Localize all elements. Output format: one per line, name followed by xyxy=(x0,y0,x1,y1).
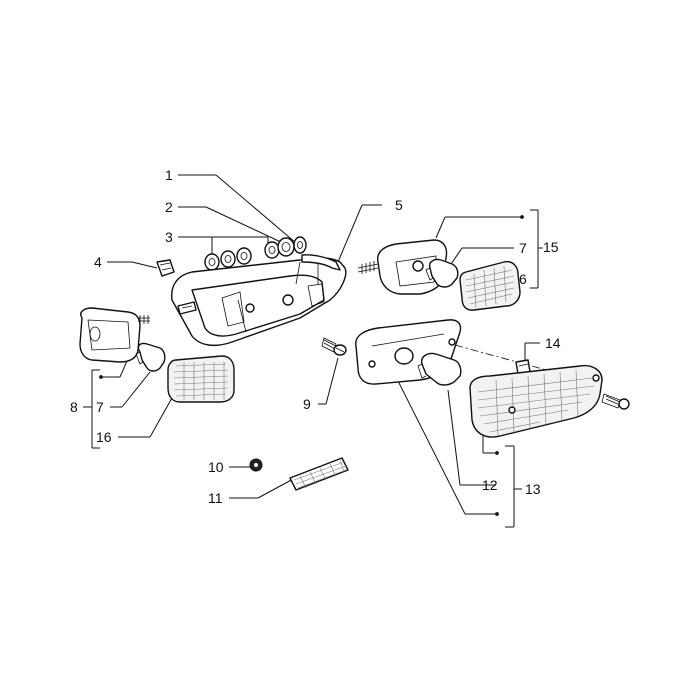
clip-part-4 xyxy=(156,259,175,277)
reflector-part-11 xyxy=(289,457,349,491)
callout-9: 9 xyxy=(303,396,311,412)
left-indicator-assembly-8 xyxy=(79,307,235,403)
lower-right-indicator-assembly-13 xyxy=(355,319,630,438)
callout-7-lower: 7 xyxy=(96,399,104,415)
callout-8: 8 xyxy=(70,399,78,415)
callout-5: 5 xyxy=(395,197,403,213)
callout-2: 2 xyxy=(165,199,173,215)
callout-15: 15 xyxy=(543,239,559,255)
callout-4: 4 xyxy=(94,254,102,270)
screw-part-9 xyxy=(321,337,347,356)
rear-light-housing-5 xyxy=(171,254,347,347)
callout-7-upper: 7 xyxy=(519,240,527,256)
callout-1: 1 xyxy=(165,167,173,183)
nut-part-10 xyxy=(249,458,263,472)
callout-16: 16 xyxy=(96,429,112,445)
leader-lines xyxy=(83,174,591,528)
callout-11: 11 xyxy=(208,490,223,506)
callout-14: 14 xyxy=(545,335,561,351)
callout-6: 6 xyxy=(519,271,527,287)
upper-right-indicator-assembly-15 xyxy=(357,239,521,311)
callout-13: 13 xyxy=(525,481,541,497)
callout-10: 10 xyxy=(208,459,224,475)
callout-3: 3 xyxy=(165,229,173,245)
washers-nuts-1-2-3 xyxy=(204,236,307,271)
